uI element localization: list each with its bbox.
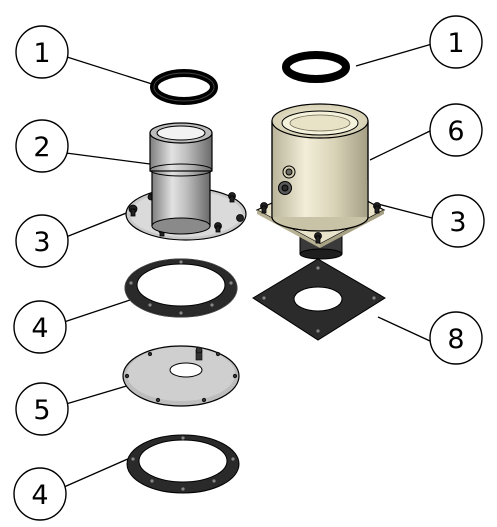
pipe-adapter-gray	[149, 122, 213, 235]
callout-bubbles	[13, 15, 485, 521]
o-ring-right	[282, 51, 350, 83]
mounting-plate	[122, 345, 240, 407]
o-ring-left	[150, 69, 218, 105]
callout-4-bottom: 4	[31, 480, 48, 511]
square-gasket	[252, 258, 386, 341]
callout-5: 5	[33, 395, 50, 426]
gasket-ring-bottom	[126, 434, 240, 494]
callout-6: 6	[447, 116, 464, 147]
gasket-ring-top	[124, 258, 238, 318]
flue-connector-beige	[255, 103, 386, 260]
callout-numbers: 1 2 3 4 5 4 1 6 3 8	[31, 28, 466, 511]
callout-1-left: 1	[33, 38, 50, 69]
callout-2: 2	[33, 132, 50, 163]
callout-3-left: 3	[33, 227, 50, 258]
callout-8: 8	[447, 324, 464, 355]
leader-lines	[63, 43, 433, 488]
callout-4-top: 4	[31, 313, 48, 344]
callout-1-right: 1	[447, 28, 464, 59]
callout-3-right: 3	[449, 207, 466, 238]
